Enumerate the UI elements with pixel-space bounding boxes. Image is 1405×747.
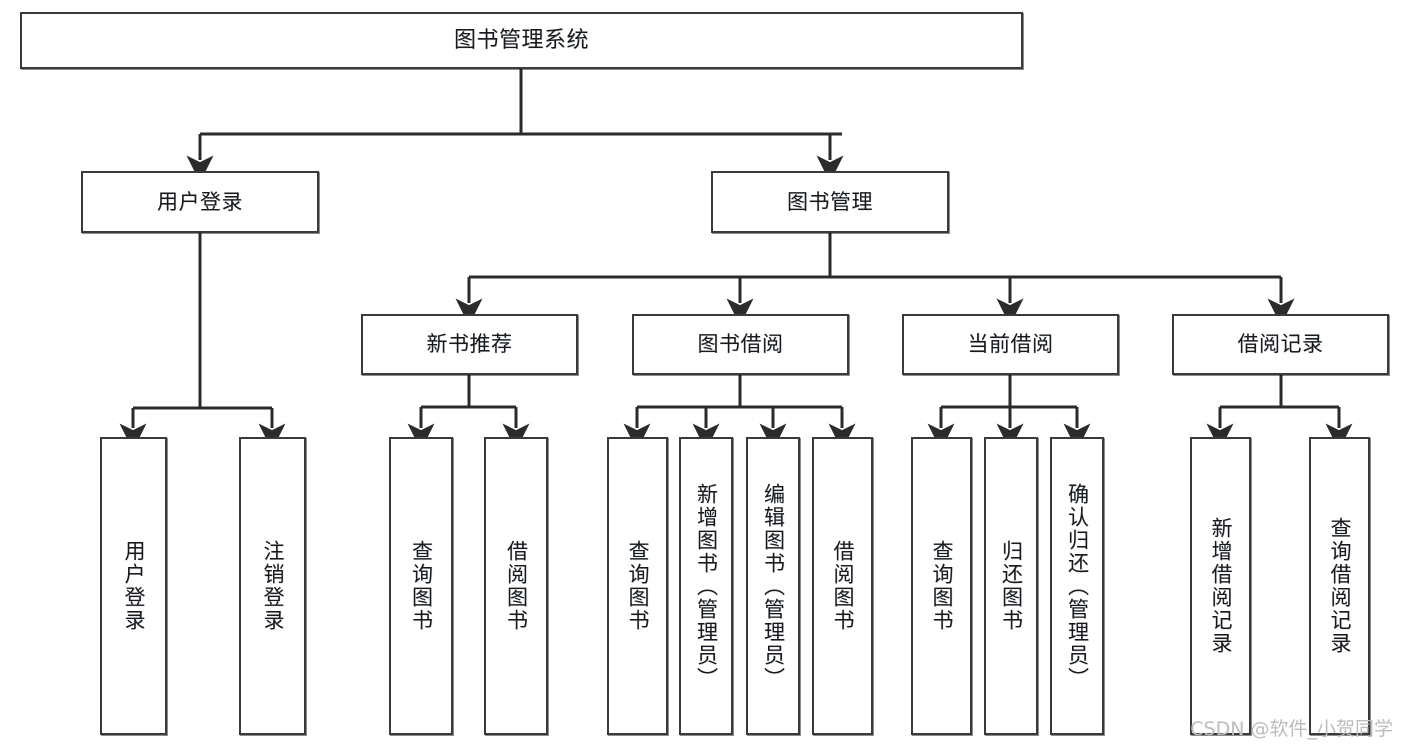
node-label: 借阅图书 [831, 540, 855, 632]
node-label: 查询借阅记录 [1328, 517, 1352, 655]
edge-group-user-login [119, 233, 286, 451]
edge-group-root [186, 69, 844, 183]
leaf-edit-book-admin[interactable]: 编辑图书（管理员） [746, 437, 800, 735]
node-label: 编辑图书（管理员） [761, 482, 786, 690]
leaf-query-borrow-record[interactable]: 查询借阅记录 [1309, 437, 1370, 735]
node-label: 新书推荐 [426, 332, 513, 357]
node-label: 用户登录 [122, 540, 146, 632]
node-label: 归还图书 [999, 540, 1024, 632]
watermark-text: CSDN @软件_小贺同学 [1190, 718, 1393, 740]
edge-group-records [1206, 375, 1353, 451]
node-label: 查询图书 [930, 540, 954, 632]
leaf-query-book-new[interactable]: 查询图书 [389, 437, 453, 735]
leaf-query-book-borrow[interactable]: 查询图书 [607, 437, 668, 735]
node-label: 借阅记录 [1237, 332, 1324, 357]
node-label: 图书管理系统 [453, 27, 589, 53]
edge-group-current-borrow [927, 375, 1091, 451]
node-label: 确认归还（管理员） [1065, 482, 1090, 690]
leaf-borrow-book[interactable]: 借阅图书 [812, 437, 873, 735]
leaf-confirm-return-admin[interactable]: 确认归还（管理员） [1050, 437, 1104, 735]
node-label: 新增图书（管理员） [694, 482, 719, 690]
node-label: 图书借阅 [697, 332, 784, 357]
node-book-borrow[interactable]: 图书借阅 [632, 314, 849, 375]
node-current-borrow[interactable]: 当前借阅 [902, 314, 1119, 375]
edge-group-book-mgmt [455, 233, 1295, 326]
node-user-login[interactable]: 用户登录 [81, 171, 319, 233]
leaf-return-book[interactable]: 归还图书 [984, 437, 1038, 735]
leaf-add-book-admin[interactable]: 新增图书（管理员） [679, 437, 733, 735]
edge-group-borrow [623, 375, 856, 451]
node-label: 查询图书 [626, 540, 650, 632]
node-label: 注销登录 [261, 540, 285, 632]
node-label: 图书管理 [787, 189, 873, 214]
node-borrow-record[interactable]: 借阅记录 [1172, 314, 1389, 375]
leaf-add-borrow-record[interactable]: 新增借阅记录 [1190, 437, 1251, 735]
edge-group-new-books [407, 375, 530, 451]
node-book-management[interactable]: 图书管理 [711, 171, 949, 233]
node-label: 用户登录 [157, 189, 243, 214]
leaf-logout[interactable]: 注销登录 [239, 437, 306, 735]
leaf-query-book-current[interactable]: 查询图书 [911, 437, 972, 735]
node-label: 新增借阅记录 [1209, 517, 1233, 655]
node-root-system[interactable]: 图书管理系统 [20, 12, 1023, 69]
node-label: 当前借阅 [967, 332, 1054, 357]
node-label: 查询图书 [409, 540, 434, 632]
leaf-user-login[interactable]: 用户登录 [100, 437, 167, 735]
node-new-book-recommend[interactable]: 新书推荐 [361, 314, 578, 375]
node-label: 借阅图书 [504, 540, 529, 632]
leaf-borrow-book-new[interactable]: 借阅图书 [484, 437, 548, 735]
